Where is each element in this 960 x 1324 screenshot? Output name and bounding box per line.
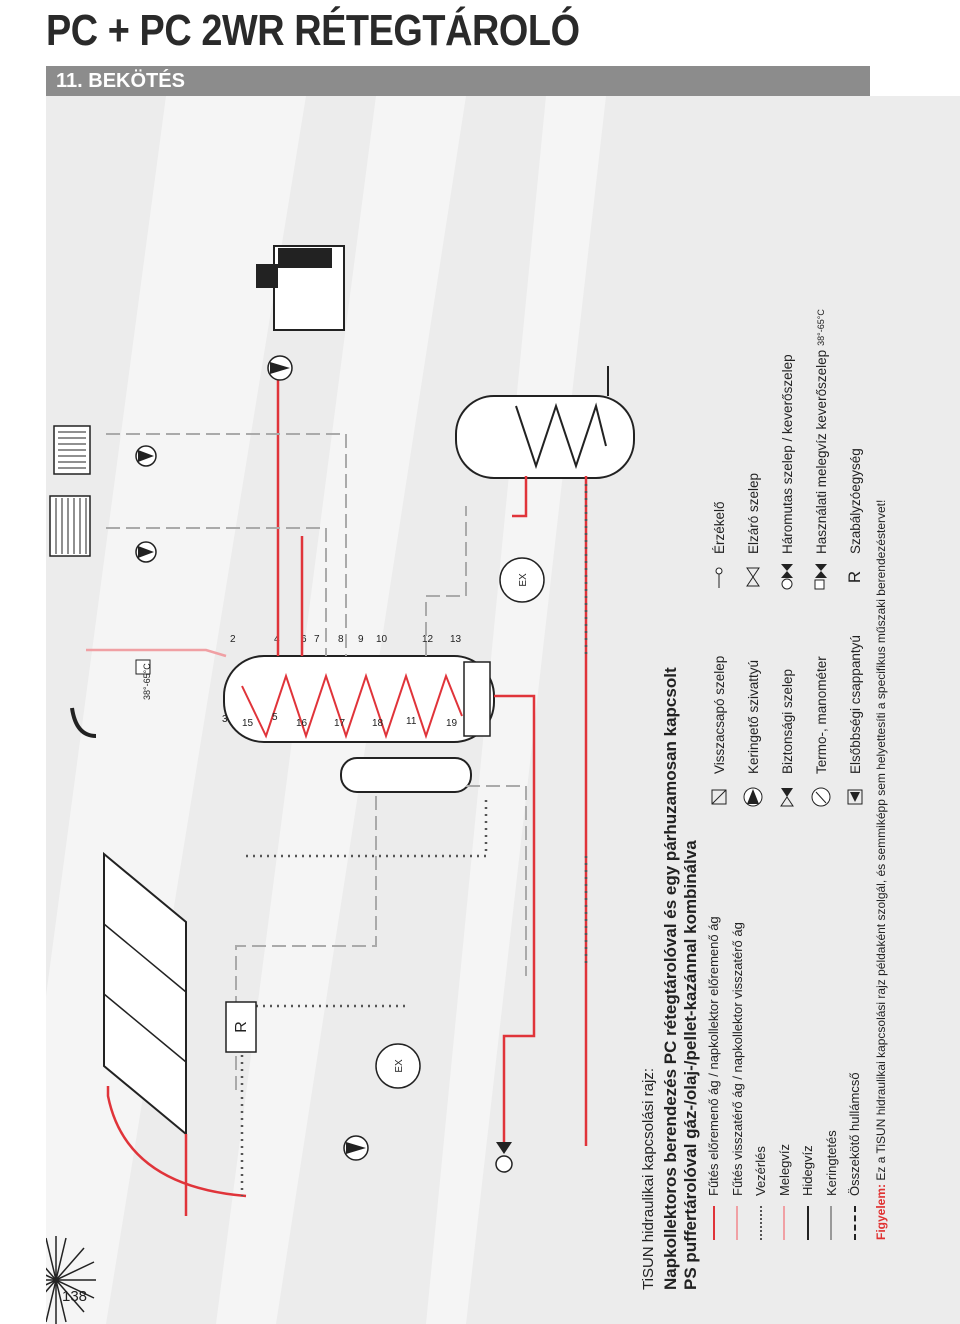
symbol-legend-1: Visszacsapó szelep Keringető szivattyú B… (702, 550, 872, 810)
warning-text: Ez a TiSUN hidraulikai kapcsolási rajz p… (874, 499, 888, 1181)
pump-icon (135, 541, 157, 563)
svg-text:18: 18 (372, 718, 384, 729)
section-header: 11. BEKÖTÉS (46, 66, 870, 96)
legend-item: Elsőbbségi csappantyú (838, 550, 872, 810)
svg-text:6: 6 (301, 634, 307, 645)
symbol-legend-2: Érzékelő Elzáró szelep Háromutas szelep … (702, 290, 872, 590)
mixing-valve-icon: 38°-65°C (135, 659, 152, 700)
sun-icon (46, 1236, 96, 1324)
line-swatch (736, 1206, 739, 1240)
pump-icon (743, 787, 763, 807)
page-title: PC + PC 2WR RÉTEGTÁROLÓ (46, 6, 580, 55)
svg-text:8: 8 (338, 634, 344, 645)
tank-numbers: 2 3 4 5 6 7 8 9 10 11 12 13 15 16 17 18 … (222, 634, 462, 729)
legend-item: Fűtés előremenő ág / napkollektor előrem… (702, 810, 726, 1240)
legend-item: Elzáró szelep (736, 290, 770, 590)
svg-text:38°-65°C: 38°-65°C (142, 663, 152, 700)
safety-valve-icon (780, 788, 794, 807)
legend-item: Keringtetés (820, 810, 844, 1240)
boiler (256, 245, 345, 331)
pump-icon (135, 445, 157, 467)
svg-text:15: 15 (242, 718, 254, 729)
pipes (86, 366, 588, 1216)
legend: TiSUN hidraulikai kapcsolási rajz: Napko… (640, 290, 920, 1290)
svg-text:17: 17 (334, 718, 346, 729)
legend-item: Vezérlés (749, 810, 773, 1240)
svg-text:13: 13 (450, 634, 462, 645)
controller-icon: R (225, 1001, 257, 1053)
svg-text:16: 16 (296, 718, 308, 729)
svg-text:EX: EX (518, 573, 529, 587)
gauge-icon (811, 787, 831, 807)
hydraulic-diagram: 2 3 4 5 6 7 8 9 10 11 12 13 15 16 17 18 … (46, 96, 635, 1324)
three-way-valve-icon (495, 1142, 513, 1173)
diagram-panel: 2 3 4 5 6 7 8 9 10 11 12 13 15 16 17 18 … (46, 96, 960, 1324)
expansion-vessel: EX (375, 1043, 421, 1089)
control-lines (240, 484, 588, 1196)
priority-flap-icon (847, 789, 863, 805)
svg-text:7: 7 (314, 634, 320, 645)
legend-item: Hidegvíz (796, 810, 820, 1240)
sensor-icon (715, 567, 723, 588)
svg-text:2: 2 (230, 634, 236, 645)
line-swatch (853, 1206, 856, 1240)
legend-intro: TiSUN hidraulikai kapcsolási rajz: (640, 1067, 657, 1290)
legend-heading: Napkollektoros berendezés PC rétegtároló… (661, 667, 700, 1290)
radiator-panel (49, 495, 91, 557)
line-legend: Fűtés előremenő ág / napkollektor előrem… (702, 810, 867, 1240)
svg-text:11: 11 (406, 716, 417, 727)
temp-range-label: 38°-65°C (816, 309, 826, 346)
svg-text:12: 12 (422, 634, 434, 645)
svg-text:19: 19 (446, 718, 458, 729)
pump-icon (343, 1135, 369, 1161)
warning-note: Figyelem: Ez a TiSUN hidraulikai kapcsol… (874, 500, 888, 1240)
line-swatch (830, 1206, 833, 1240)
page-number: 138 (62, 1288, 88, 1305)
radiator-floor (53, 425, 91, 475)
line-swatch (783, 1206, 786, 1240)
svg-text:R: R (233, 1021, 250, 1033)
svg-text:EX: EX (394, 1059, 405, 1073)
legend-item: Háromutas szelep / keverőszelep (770, 290, 804, 590)
three-way-valve-icon (781, 564, 793, 590)
legend-item: Termo-, manométer (804, 550, 838, 810)
pump-icon (267, 355, 293, 381)
expansion-vessel: EX (499, 557, 545, 603)
legend-item: Biztonsági szelep (770, 550, 804, 810)
legend-item: Használati melegvíz keverőszelep 38°-65°… (804, 290, 838, 590)
line-swatch (759, 1206, 762, 1240)
controller-icon: R (845, 570, 864, 584)
line-swatch (806, 1206, 809, 1240)
storage-tank (223, 655, 495, 793)
svg-text:9: 9 (358, 634, 364, 645)
line-swatch (712, 1206, 715, 1240)
svg-text:3: 3 (222, 714, 228, 725)
legend-item: Melegvíz (773, 810, 797, 1240)
buffer-tank (455, 366, 635, 479)
shutoff-valve-icon (746, 567, 760, 587)
shower-icon (70, 707, 97, 738)
legend-item: Keringető szivattyú (736, 550, 770, 810)
check-valve-icon (711, 789, 727, 805)
legend-item: Összekötő hullámcső (843, 810, 867, 1240)
svg-text:5: 5 (272, 712, 278, 723)
legend-item: R Szabályzóegység (838, 290, 872, 590)
mixing-valve-icon (814, 564, 827, 590)
solar-collector (103, 851, 187, 1137)
legend-item: Visszacsapó szelep (702, 550, 736, 810)
legend-item: Fűtés visszatérő ág / napkollektor vissz… (726, 810, 750, 1240)
warning-prefix: Figyelem: (874, 1183, 888, 1240)
svg-text:10: 10 (376, 634, 388, 645)
legend-item: Érzékelő (702, 290, 736, 590)
